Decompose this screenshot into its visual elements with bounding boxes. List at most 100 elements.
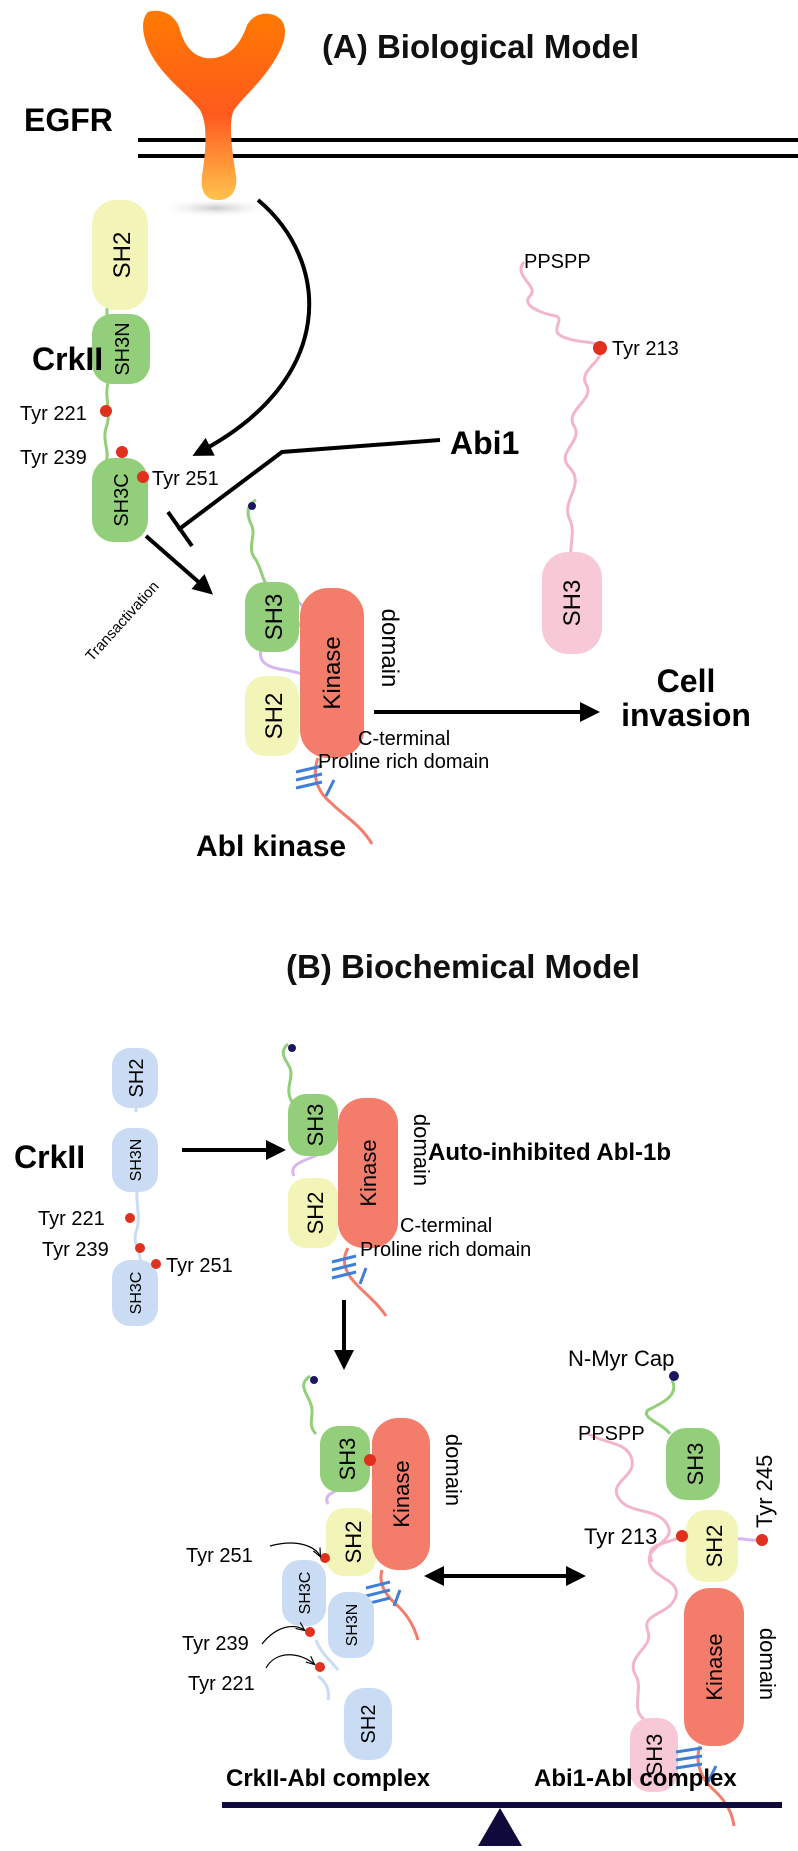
crkii-a: SH2 SH3N SH3C: [92, 200, 150, 542]
abl-b-inhibited-domain-label: domain: [409, 1114, 434, 1186]
abl-b-inhibited-myr-chain: [281, 1042, 294, 1103]
complex-tyr221-label: Tyr 221: [188, 1673, 255, 1695]
crkii-a-sh2-label: SH2: [109, 232, 136, 279]
complex-crk-sh2-domain: [344, 1688, 392, 1760]
panel-b-title: (B) Biochemical Model: [286, 948, 640, 985]
crkii-a-tyr221-site: [100, 405, 112, 417]
abiabl-complex-label: Abi1-Abl complex: [534, 1765, 737, 1792]
crkabl-complex-label: CrkII-Abl complex: [226, 1765, 431, 1792]
crkii-b-sh2-domain: [112, 1048, 158, 1108]
crkii-b-sh3c-label: SH3C: [128, 1272, 145, 1315]
complex-abl-sh2-domain: [326, 1508, 376, 1576]
abi1-a-sh3-domain: [542, 552, 602, 654]
complex-crk-sh3c-domain: [282, 1560, 326, 1626]
egfr-receptor: [143, 10, 285, 200]
abl-b-inhibited-kinase-domain: [338, 1098, 398, 1248]
nmyr-label: N-Myr Cap: [568, 1346, 674, 1371]
crkii-a-tyr239-site: [116, 446, 128, 458]
abl-a-myr-cap: [248, 502, 256, 510]
egfr-activation-arrow: [192, 198, 312, 456]
abi-complex-abi-sh3-domain: [630, 1718, 678, 1792]
complex-abl-myr-cap: [310, 1376, 318, 1384]
balance-fulcrum: [478, 1808, 522, 1846]
crkii-b: SH2 SH3N SH3C: [112, 1048, 161, 1326]
abi-complex-abl-sh2-domain: [686, 1510, 738, 1582]
abi1-a-tyr213-label: Tyr 213: [612, 338, 679, 360]
complex-crk-sh3n-label: SH3N: [344, 1604, 361, 1647]
abl-b-inhibited: SH3 SH2 Kinase domain: [281, 1042, 434, 1317]
crkii-a-sh3n-domain: [92, 314, 150, 384]
abi-complex-domain-label: domain: [755, 1628, 780, 1700]
crkii-abl-complex: SH3 SH2 Kinase domain SH3C SH3N SH2: [282, 1374, 466, 1760]
abi-complex-tyr213-label: Tyr 213: [584, 1524, 657, 1549]
crkii-a-label: CrkII: [32, 341, 103, 377]
abl-b-inhibited-proline-label: Proline rich domain: [360, 1239, 531, 1261]
complex-crk-sh2-label: SH2: [358, 1705, 380, 1744]
crkii-b-sh3n-label: SH3N: [128, 1139, 145, 1182]
complex-crk-tyr221-site: [315, 1662, 325, 1672]
crkii-b-sh2-label: SH2: [126, 1059, 148, 1098]
abl-a-proline-label: Proline rich domain: [318, 751, 489, 773]
abl-a-sh2-domain: [245, 676, 299, 756]
crkii-a-sh3c-label: SH3C: [111, 473, 133, 526]
abl-a-sh3-label: SH3: [261, 594, 288, 641]
abl-b-inhibited-proline-marks: [331, 1254, 368, 1285]
transactivation-label: Transactivation: [82, 578, 162, 665]
abl-a-name-label: Abl kinase: [196, 830, 346, 863]
abi-complex-abl-sh3-label: SH3: [683, 1443, 708, 1486]
complex-crk-tyr239-site: [305, 1627, 315, 1637]
abi1-a-chain: [519, 261, 603, 561]
complex-abl-kinase-label: Kinase: [389, 1460, 414, 1527]
crkii-b-sh3n-domain: [112, 1128, 158, 1192]
crkii-b-tyr251-site: [151, 1259, 161, 1269]
abi-complex-abi1-chain: [585, 1430, 678, 1724]
crkii-a-sh3c-domain: [92, 458, 148, 542]
crkii-a-sh2-domain: [92, 200, 148, 310]
abl-a-sh2-label: SH2: [261, 693, 288, 740]
egfr-label: EGFR: [24, 102, 113, 138]
abi1-a-sh3-label: SH3: [559, 580, 586, 627]
balance-beam: [222, 1802, 782, 1808]
complex-abl-kinase-domain: [372, 1418, 430, 1570]
complex-tyr221-pointer: [265, 1654, 314, 1669]
abi1-inhibition-line: [176, 438, 441, 532]
abl-a-domain-label: domain: [376, 609, 403, 688]
crkii-b-label: CrkII: [14, 1139, 85, 1175]
complex-abl-sh3-site: [364, 1454, 376, 1466]
autoinhibited-label: Auto-inhibited Abl-1b: [428, 1139, 671, 1166]
abl-a-cterm-tail: [313, 757, 374, 845]
complex-tyr239-pointer: [261, 1627, 304, 1645]
complex-abl-myr-chain: [302, 1374, 318, 1436]
abl-a-kinase-domain: [300, 588, 364, 758]
abl-a-sh3-domain: [245, 582, 299, 652]
crkii-b-tyr251-label: Tyr 251: [166, 1255, 233, 1277]
complex-crk-sh3c-label: SH3C: [297, 1572, 314, 1615]
complex-tyr251-pointer: [269, 1542, 320, 1556]
abl-b-inhibited-kinase-label: Kinase: [356, 1139, 381, 1206]
abl-b-inhibited-sh2-label: SH2: [303, 1192, 328, 1235]
abl-b-inhibited-sh3-label: SH3: [303, 1104, 328, 1147]
abi1-abl-complex: SH3 SH2 Kinase domain SH3: [585, 1371, 780, 1827]
abl-b-inhibited-sh3-domain: [288, 1094, 338, 1156]
complex-abl-sh2-label: SH2: [341, 1521, 366, 1564]
egfr-shadow: [158, 198, 274, 218]
abi-complex-kinase-label: Kinase: [702, 1633, 727, 1700]
abi1-inhibition-bar: [166, 510, 194, 548]
abl-a-myr-chain: [246, 498, 270, 588]
abl-a-cterm-label: C-terminal: [358, 728, 450, 750]
abi1-a-label: Abi1: [450, 425, 519, 461]
abi-complex-abi-sh3-label: SH3: [642, 1734, 667, 1777]
abl-b-inhibited-myr-cap: [288, 1044, 296, 1052]
abl-a: SH3 SH2 Kinase domain: [245, 498, 403, 845]
abi-complex-cterm-tail: [696, 1745, 736, 1827]
abl-b-inhibited-cterm-label: C-terminal: [400, 1215, 492, 1237]
crkii-a-tyr221-label: Tyr 221: [20, 403, 87, 425]
crkii-b-sh3c-domain: [112, 1260, 158, 1326]
crkii-b-tyr221-label: Tyr 221: [38, 1208, 105, 1230]
complex-abl-sh3-label: SH3: [335, 1438, 360, 1481]
complex-abl-cterm-tail: [379, 1569, 420, 1641]
abi-complex-kinase-domain: [684, 1588, 744, 1746]
crkii-a-sh3n-label: SH3N: [112, 322, 134, 375]
crkii-a-tyr251-site: [137, 471, 149, 483]
